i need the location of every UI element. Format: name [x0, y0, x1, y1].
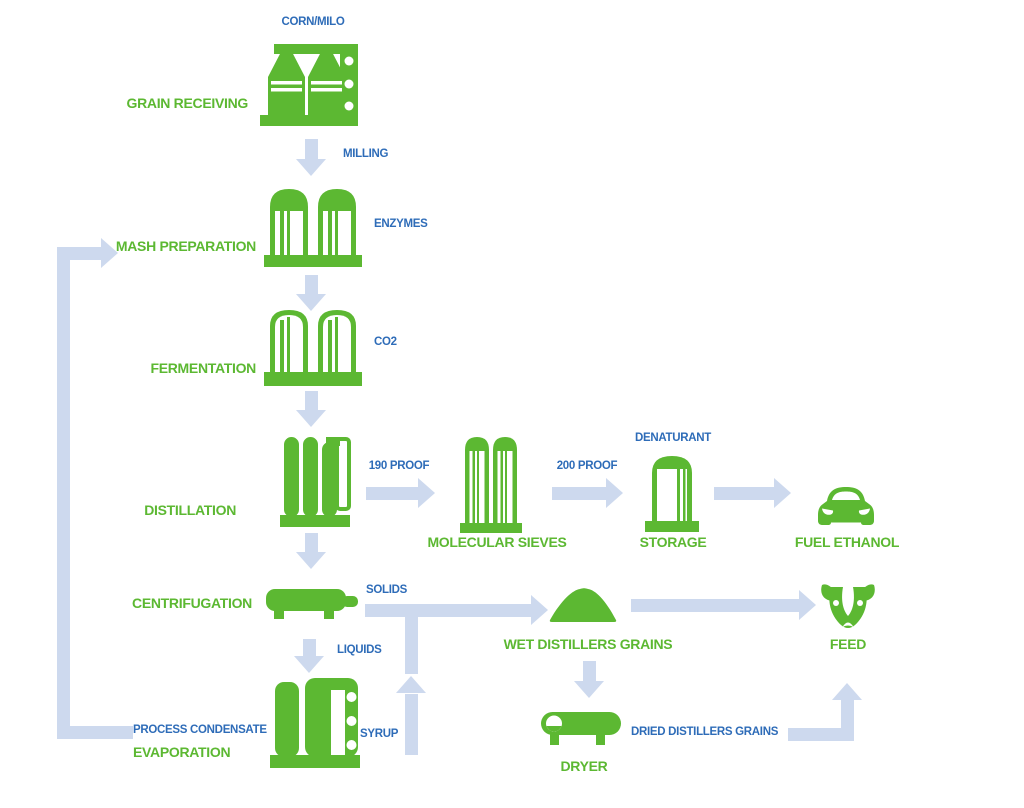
mash-tanks-icon: [264, 189, 362, 267]
centrifuge-icon: [264, 585, 360, 623]
syrup-label: SYRUP: [360, 728, 399, 740]
proof-190-arrow-head-icon: [418, 478, 435, 508]
proof-200-arrow-line: [552, 487, 606, 500]
distillation-columns-icon: [280, 429, 352, 527]
distillation-to-centrifugation-arrow-line: [305, 533, 318, 552]
solids-arrow-head-icon: [531, 595, 548, 625]
mash-to-fermentation-arrow-line: [305, 275, 318, 294]
mash-preparation-label: MASH PREPARATION: [115, 238, 256, 254]
centrifugation-label: CENTRIFUGATION: [132, 595, 252, 611]
proof-200-label: 200 PROOF: [556, 460, 618, 472]
denaturant-label: DENATURANT: [634, 432, 711, 444]
storage-tank-icon: [645, 451, 699, 533]
corn-milo-label: CORN/MILO: [281, 16, 345, 28]
milling-label: MILLING: [343, 148, 389, 160]
proof-190-arrow-line: [366, 487, 418, 500]
enzymes-label: ENZYMES: [374, 218, 428, 230]
proof-190-label: 190 PROOF: [368, 460, 430, 472]
dryer-label: DRYER: [560, 758, 608, 774]
milling-arrow-head-icon: [296, 159, 326, 176]
solids-label: SOLIDS: [366, 584, 408, 596]
fermentation-to-distillation-arrow-line: [305, 391, 318, 410]
solids-arrow-line: [365, 604, 531, 617]
recycle-line-bottom: [57, 726, 133, 739]
evaporation-label: EVAPORATION: [133, 744, 231, 760]
wdg-to-feed-arrow-line: [631, 599, 799, 612]
mash-to-fermentation-arrow-head-icon: [296, 294, 326, 311]
syrup-line-upper: [405, 610, 418, 674]
fermentation-label: FERMENTATION: [150, 360, 256, 376]
grain-elevator-icon: [260, 44, 362, 128]
ddg-arrow-head-icon: [832, 683, 862, 700]
recycle-line-top: [57, 247, 101, 260]
liquids-label: LIQUIDS: [337, 644, 382, 656]
recycle-line-vertical: [57, 247, 70, 739]
car-icon: [818, 485, 874, 527]
syrup-line-lower: [405, 694, 418, 755]
fermentation-tanks-icon: [264, 308, 362, 386]
dried-distillers-grains-label: DRIED DISTILLERS GRAINS: [631, 726, 779, 738]
proof-200-arrow-head-icon: [606, 478, 623, 508]
liquids-arrow-head-icon: [294, 656, 324, 673]
storage-to-fuel-arrow-line: [714, 487, 774, 500]
dryer-icon: [541, 712, 623, 748]
ddg-line-vertical: [841, 700, 854, 741]
fuel-ethanol-label: FUEL ETHANOL: [794, 534, 900, 550]
co2-label: CO2: [374, 336, 397, 348]
ddg-line-horizontal: [788, 728, 854, 741]
wet-distillers-grains-label: WET DISTILLERS GRAINS: [503, 636, 673, 652]
recycle-arrow-head-icon: [101, 238, 118, 268]
wdg-to-dryer-arrow-head-icon: [574, 681, 604, 698]
grain-pile-icon: [547, 586, 619, 622]
feed-label: FEED: [829, 636, 867, 652]
distillation-to-centrifugation-arrow-head-icon: [296, 552, 326, 569]
molecular-sieves-label: MOLECULAR SIEVES: [427, 534, 567, 550]
milling-arrow-line: [305, 139, 318, 159]
storage-label: STORAGE: [639, 534, 707, 550]
wdg-to-feed-arrow-head-icon: [799, 590, 816, 620]
distillation-label: DISTILLATION: [144, 502, 236, 518]
grain-receiving-label: GRAIN RECEIVING: [126, 95, 248, 111]
wdg-to-dryer-arrow-line: [583, 661, 596, 681]
fermentation-to-distillation-arrow-head-icon: [296, 410, 326, 427]
evaporator-icon: [270, 676, 360, 768]
liquids-arrow-line: [303, 639, 316, 656]
syrup-arrow-head-icon: [396, 676, 426, 693]
storage-to-fuel-arrow-head-icon: [774, 478, 791, 508]
molecular-sieve-tanks-icon: [460, 433, 522, 533]
process-condensate-label: PROCESS CONDENSATE: [133, 724, 267, 736]
cow-icon: [820, 583, 876, 631]
